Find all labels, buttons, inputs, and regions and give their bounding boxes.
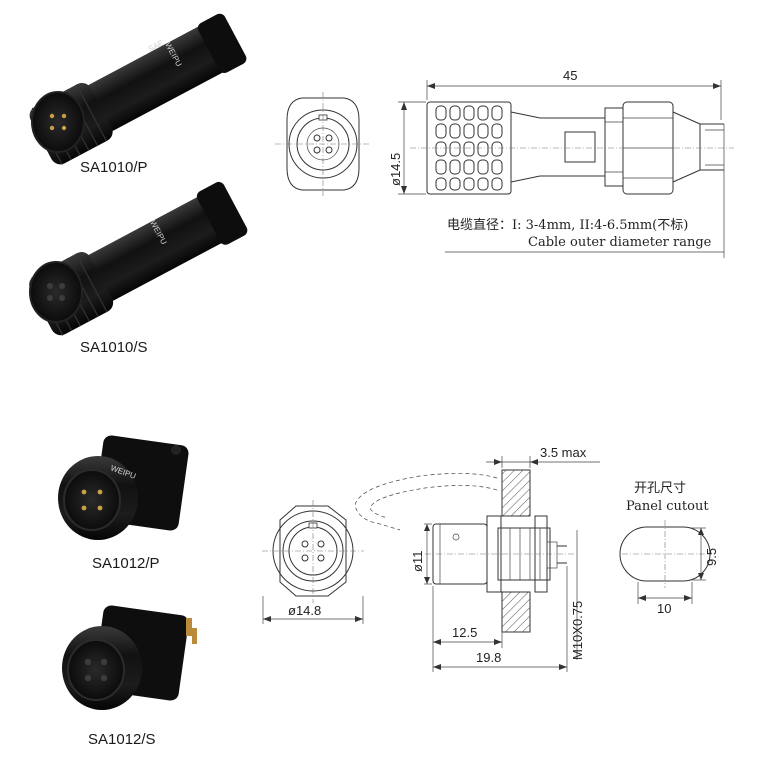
dimension-body-diameter [424,523,432,585]
dim-length-short-label: 12.5 [452,625,477,640]
dim-panel-thickness-label: 3.5 max [540,445,587,460]
side-view-sa1012 [354,469,575,633]
cutout-width-label: 10 [657,601,671,616]
side-view-sa1010 [410,101,734,195]
dim-flange-diameter-label: ø14.8 [288,603,321,618]
product-label-sa1010p: SA1010/P [80,159,148,176]
dimension-panel-thickness [486,456,600,468]
panel-cutout [619,520,711,604]
product-label-sa1010s: SA1010/S [80,339,148,356]
product-label-sa1012s: SA1012/S [88,731,156,748]
dim-diameter-label: ø14.5 [388,153,403,186]
cable-note-en: Cable outer diameter range [528,235,712,250]
cutout-title-en: Panel cutout [626,499,709,514]
connector-photo-sa1010p: SAE WEIPU [29,13,247,165]
dim-length-label: 45 [563,68,577,83]
dimension-diameter-14-8 [262,596,364,624]
dim-body-diameter-label: ø11 [410,551,425,572]
dim-thread-label: M10X0.75 [570,601,585,660]
cutout-height-label: 9.5 [704,548,719,566]
cutout-title-cn: 开孔尺寸 [634,481,686,496]
front-view-sa1012 [262,500,364,603]
front-view-sa1010 [275,92,371,196]
dim-length-total-label: 19.8 [476,650,501,665]
connector-photo-sa1010s: WEIPU [29,181,248,336]
product-label-sa1012p: SA1012/P [92,555,160,572]
dimension-lengths [432,566,568,672]
connector-photo-sa1012p: WEIPU [58,435,189,540]
connector-photo-sa1012s [62,605,197,710]
dimension-diameter-14-5 [398,101,426,195]
dimension-length-45 [426,80,722,120]
cable-note-cn: 电缆直径：I: 3-4mm, II:4-6.5mm(不标) [447,217,688,233]
cable-range-leader [445,124,725,258]
